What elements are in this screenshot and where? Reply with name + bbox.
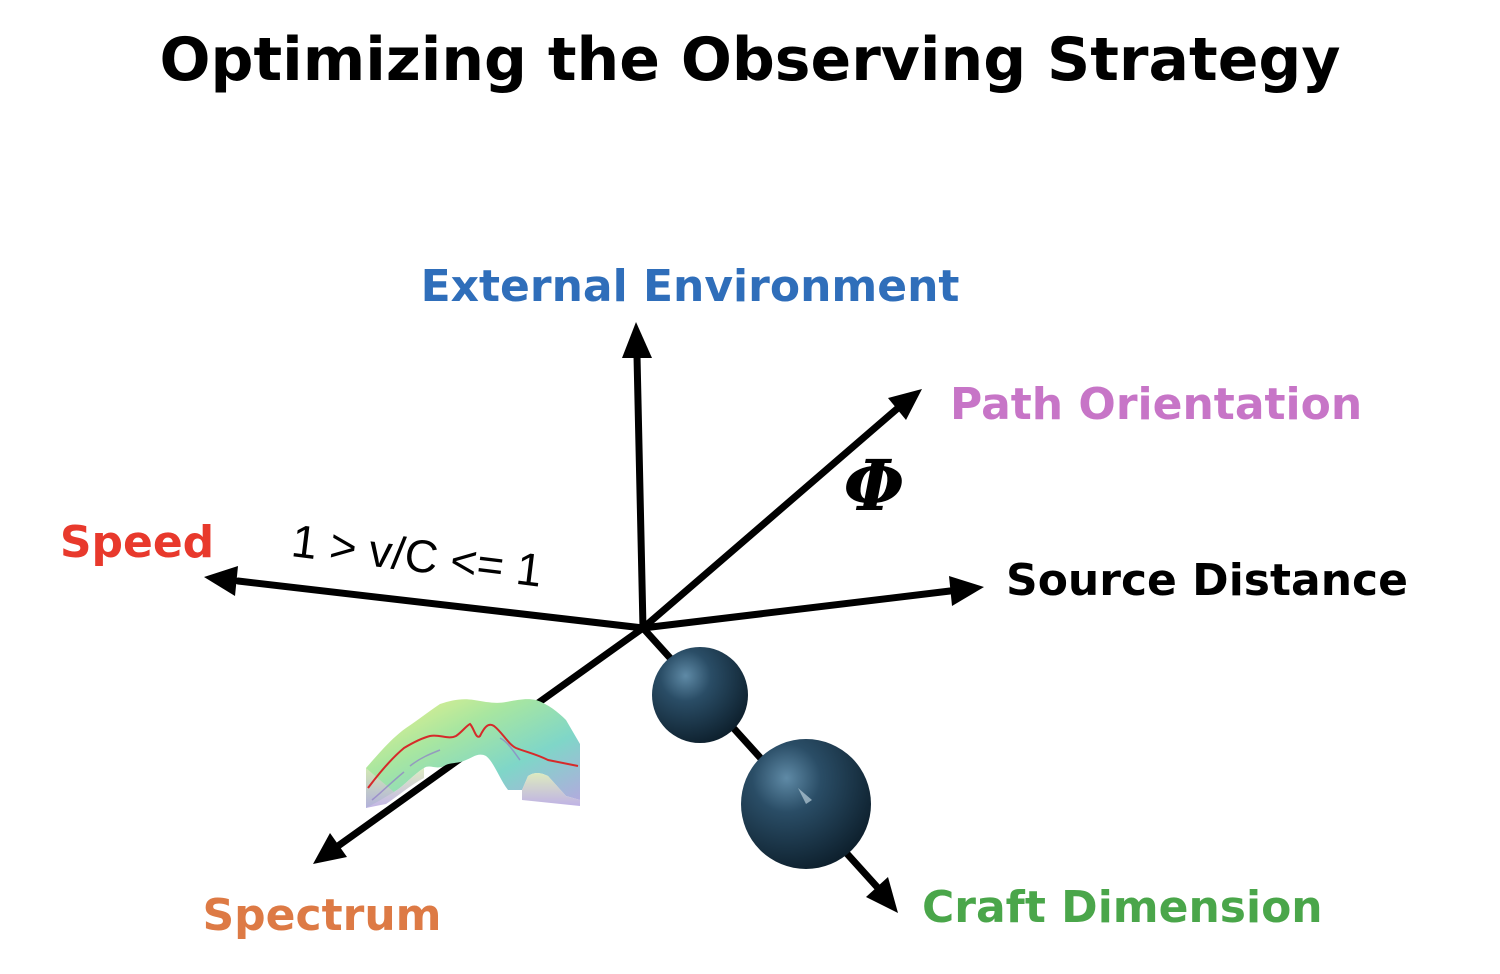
spectrum-surface	[366, 699, 580, 808]
external-environment-arrowhead	[622, 322, 652, 358]
spectrum-surface-side	[366, 768, 424, 808]
source-distance-arrowhead	[949, 576, 984, 606]
craft-dimension-label: Craft Dimension	[922, 882, 1323, 933]
large-sphere-highlight	[798, 788, 812, 804]
spectrum-label: Spectrum	[202, 890, 441, 941]
path-orientation-label: Path Orientation	[950, 379, 1362, 430]
craft-dimension-arrowhead	[866, 877, 898, 913]
phi-symbol: Φ	[844, 444, 905, 527]
page-title: Optimizing the Observing Strategy	[160, 25, 1341, 95]
external-environment-label: External Environment	[421, 261, 960, 312]
speed-axis	[234, 577, 647, 632]
external-environment-axis	[633, 352, 647, 632]
source-distance-label: Source Distance	[1006, 555, 1408, 606]
speed-arrowhead	[204, 566, 238, 596]
source-distance-axis	[639, 587, 954, 632]
path-orientation-arrowhead	[888, 389, 922, 420]
spectrum-surface-base	[522, 773, 580, 806]
small-sphere	[652, 647, 748, 743]
spectrum-mesh-lines	[371, 737, 521, 801]
speed-label: Speed	[60, 517, 214, 568]
craft-spheres	[652, 647, 871, 869]
spectrum-arrowhead	[313, 833, 347, 864]
spectrum-surface-thumbnail	[366, 699, 580, 808]
spectrum-red-curve	[367, 722, 579, 789]
path-orientation-axis	[639, 404, 902, 632]
speed-ratio-annotation: 1 > v/C <= 1	[289, 514, 545, 596]
